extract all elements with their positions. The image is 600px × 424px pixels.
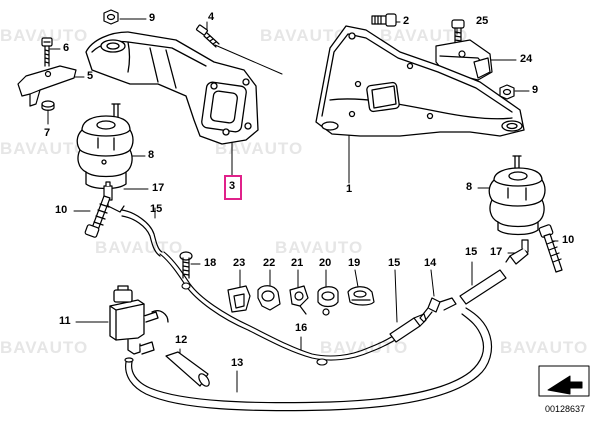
callout-4[interactable]: 4: [208, 11, 215, 23]
callout-8-right[interactable]: 8: [466, 181, 473, 193]
watermark: BAVAUTO: [500, 338, 589, 357]
bolt-part-2: [371, 13, 397, 27]
callout-14[interactable]: 14: [424, 257, 437, 269]
callout-7[interactable]: 7: [44, 127, 51, 139]
clip-part-23: [227, 285, 251, 313]
callout-highlight-box: [224, 175, 242, 200]
nut-part-7: [41, 100, 55, 111]
callout-16[interactable]: 16: [295, 322, 308, 334]
callout-17-right[interactable]: 17: [490, 246, 503, 258]
engine-support-arm-part-3: [85, 31, 259, 145]
vacuum-line-part-16: [159, 251, 405, 366]
elbow-part-17-right: [505, 239, 529, 265]
callout-15[interactable]: 15: [150, 203, 163, 215]
nut-part-9-right: [499, 84, 515, 100]
callout-6[interactable]: 6: [63, 42, 70, 54]
clip-part-19: [347, 286, 375, 306]
watermark: BAVAUTO: [320, 338, 409, 357]
callout-21[interactable]: 21: [291, 257, 304, 269]
watermark: BAVAUTO: [0, 338, 89, 357]
callout-11[interactable]: 11: [59, 315, 71, 327]
engine-support-bracket-part-1: [315, 25, 525, 137]
watermark: BAVAUTO: [215, 139, 304, 158]
callout-15-right[interactable]: 15: [465, 246, 478, 258]
callout-5[interactable]: 5: [87, 70, 94, 82]
bolt-part-10-right: [538, 224, 563, 273]
callout-15-middle[interactable]: 15: [388, 257, 401, 269]
callout-25[interactable]: 25: [476, 15, 489, 27]
watermark: BAVAUTO: [95, 238, 184, 257]
hose-part-12: [165, 351, 210, 387]
callout-22[interactable]: 22: [263, 257, 276, 269]
callout-23[interactable]: 23: [233, 257, 246, 269]
callout-3[interactable]: 3: [229, 180, 236, 192]
callout-1[interactable]: 1: [346, 183, 353, 195]
callout-2[interactable]: 2: [403, 15, 410, 27]
bolt-part-25: [451, 19, 465, 45]
connector-part-14: [419, 297, 457, 323]
callout-8[interactable]: 8: [148, 149, 155, 161]
watermark: BAVAUTO: [0, 26, 89, 45]
engine-mount-right-part-8: [488, 155, 546, 236]
callout-20[interactable]: 20: [319, 257, 332, 269]
watermark: BAVAUTO: [380, 26, 469, 45]
callout-10[interactable]: 10: [55, 204, 68, 216]
bracket-part-5: [17, 65, 77, 107]
engine-mount-left-part-8: [76, 103, 134, 190]
clip-part-21: [289, 285, 309, 315]
bolt-part-18: [179, 251, 193, 279]
vacuum-hose-part-15-middle: [389, 313, 427, 343]
vacuum-hose-part-15-left: [121, 209, 163, 257]
callout-17[interactable]: 17: [152, 182, 165, 194]
callout-9[interactable]: 9: [149, 12, 156, 24]
bolt-part-10-left: [84, 195, 111, 238]
watermark: BAVAUTO: [260, 26, 349, 45]
callout-24[interactable]: 24: [520, 53, 533, 65]
pressure-converter-part-11: [109, 285, 169, 355]
bolt-part-6: [41, 37, 53, 67]
clip-part-22: [257, 285, 281, 311]
callout-19[interactable]: 19: [348, 257, 361, 269]
callout-18[interactable]: 18: [204, 257, 217, 269]
callout-12[interactable]: 12: [175, 334, 188, 346]
clip-part-20: [317, 286, 339, 316]
watermark: BAVAUTO: [275, 238, 364, 257]
vacuum-hose-part-15-right: [459, 269, 507, 305]
hose-part-13: [124, 307, 493, 412]
nut-part-9: [103, 9, 119, 25]
callout-10-right[interactable]: 10: [562, 234, 575, 246]
callout-9-right[interactable]: 9: [532, 84, 539, 96]
direction-symbol: [538, 365, 590, 397]
callout-13[interactable]: 13: [231, 357, 244, 369]
drawing-code: 00128637: [545, 404, 586, 414]
bolt-part-4: [195, 24, 220, 48]
watermark: BAVAUTO: [0, 139, 89, 158]
